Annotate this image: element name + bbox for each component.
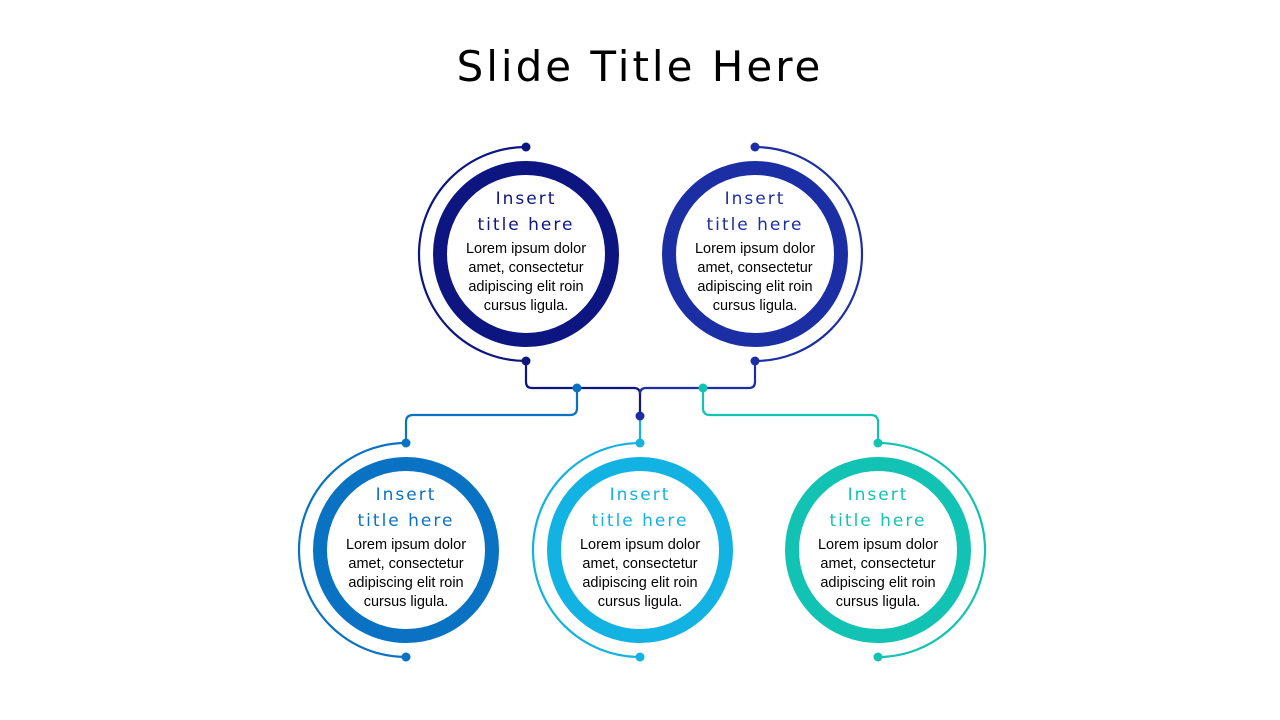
node-4-bottom-dot <box>635 652 645 662</box>
node-5-text: Insert title here Lorem ipsum dolor amet… <box>803 482 953 612</box>
node-5-title: Insert title here <box>803 482 953 534</box>
node-3-outer-arc <box>297 441 407 659</box>
connector-top-right <box>638 361 757 395</box>
node-3-body: Lorem ipsum dolor amet, consectetur adip… <box>345 537 467 610</box>
node-2-text: Insert title here Lorem ipsum dolor amet… <box>680 186 830 316</box>
node-1-top-dot <box>521 142 531 152</box>
node-1-text: Insert title here Lorem ipsum dolor amet… <box>451 186 601 316</box>
node-1-body: Lorem ipsum dolor amet, consectetur adip… <box>465 241 587 314</box>
node-4-top-dot <box>635 438 645 448</box>
junction-dot-right <box>698 383 708 393</box>
node-3-ring <box>313 457 499 643</box>
node-2-title: Insert title here <box>680 186 830 238</box>
junction-dot-center <box>635 411 645 421</box>
node-3-title-line-2: title here <box>357 511 455 531</box>
node-5-title-line-1: Insert <box>847 485 909 505</box>
node-5-outer-arc <box>877 441 987 659</box>
connector-dots <box>401 142 883 662</box>
slide-title: Slide Title Here <box>456 42 824 91</box>
connector-bottom-left <box>404 388 579 443</box>
node-2-bottom-dot <box>750 356 760 366</box>
node-4-text: Insert title here Lorem ipsum dolor amet… <box>565 482 715 612</box>
node-5-title-line-2: title here <box>829 511 927 531</box>
node-4-ring <box>547 457 733 643</box>
circle-nodes <box>297 145 987 659</box>
node-3-text: Insert title here Lorem ipsum dolor amet… <box>331 482 481 612</box>
node-2-title-line-2: title here <box>706 215 804 235</box>
node-1-title-line-1: Insert <box>495 189 557 209</box>
junction-dot-left <box>572 383 582 393</box>
connector-lines <box>404 361 880 443</box>
node-5-ring <box>785 457 971 643</box>
node-1-outer-arc <box>417 145 527 363</box>
node-4-title-line-2: title here <box>591 511 689 531</box>
node-2-ring <box>662 161 848 347</box>
node-2-top-dot <box>750 142 760 152</box>
node-4-title-line-1: Insert <box>609 485 671 505</box>
node-1-title: Insert title here <box>451 186 601 238</box>
node-3-bottom-dot <box>401 652 411 662</box>
node-2-body: Lorem ipsum dolor amet, consectetur adip… <box>694 241 816 314</box>
node-1-ring <box>433 161 619 347</box>
node-1-bottom-dot <box>521 356 531 366</box>
node-2-title-line-1: Insert <box>724 189 786 209</box>
connector-top-left <box>524 361 642 416</box>
node-1-title-line-2: title here <box>477 215 575 235</box>
node-3-title-line-1: Insert <box>375 485 437 505</box>
connector-bottom-right <box>701 388 880 443</box>
node-3-title: Insert title here <box>331 482 481 534</box>
node-5-body: Lorem ipsum dolor amet, consectetur adip… <box>817 537 939 610</box>
node-3-top-dot <box>401 438 411 448</box>
node-4-outer-arc <box>531 441 641 659</box>
node-2-outer-arc <box>754 145 864 363</box>
node-4-body: Lorem ipsum dolor amet, consectetur adip… <box>579 537 701 610</box>
node-5-bottom-dot <box>873 652 883 662</box>
node-5-top-dot <box>873 438 883 448</box>
node-4-title: Insert title here <box>565 482 715 534</box>
